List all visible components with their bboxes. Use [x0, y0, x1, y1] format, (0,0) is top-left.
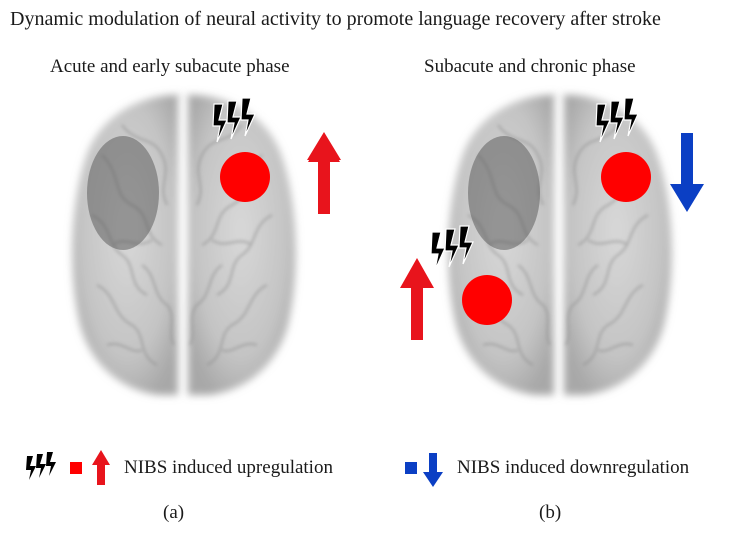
panel-a-label: Acute and early subacute phase: [50, 56, 290, 77]
stimulation-square-icon: [70, 462, 82, 474]
arrow-down-icon: [670, 133, 704, 212]
downregulation-square-icon: [405, 462, 417, 474]
brain-b: [448, 95, 671, 395]
arrow-up-icon: [400, 258, 434, 340]
panel-b-label: Subacute and chronic phase: [424, 56, 636, 77]
arrow-up-icon: [92, 450, 110, 485]
legend-downregulation: NIBS induced downregulation: [457, 457, 690, 478]
legend-upregulation: NIBS induced upregulation: [124, 457, 333, 478]
brain-a: [72, 95, 295, 395]
stimulation-target-a: [220, 152, 270, 202]
lightning-bolts-icon: [26, 452, 56, 480]
upregulation-arrow-a: [308, 134, 340, 214]
stimulation-target-b-right: [601, 152, 651, 202]
stimulation-target-b-left: [462, 275, 512, 325]
arrow-down-icon: [423, 453, 443, 487]
figure-title: Dynamic modulation of neural activity to…: [10, 8, 661, 30]
panel-a-caption: (a): [163, 502, 185, 523]
lesion-b: [468, 136, 540, 250]
panel-b-caption: (b): [539, 502, 562, 523]
lesion-a: [87, 136, 159, 250]
